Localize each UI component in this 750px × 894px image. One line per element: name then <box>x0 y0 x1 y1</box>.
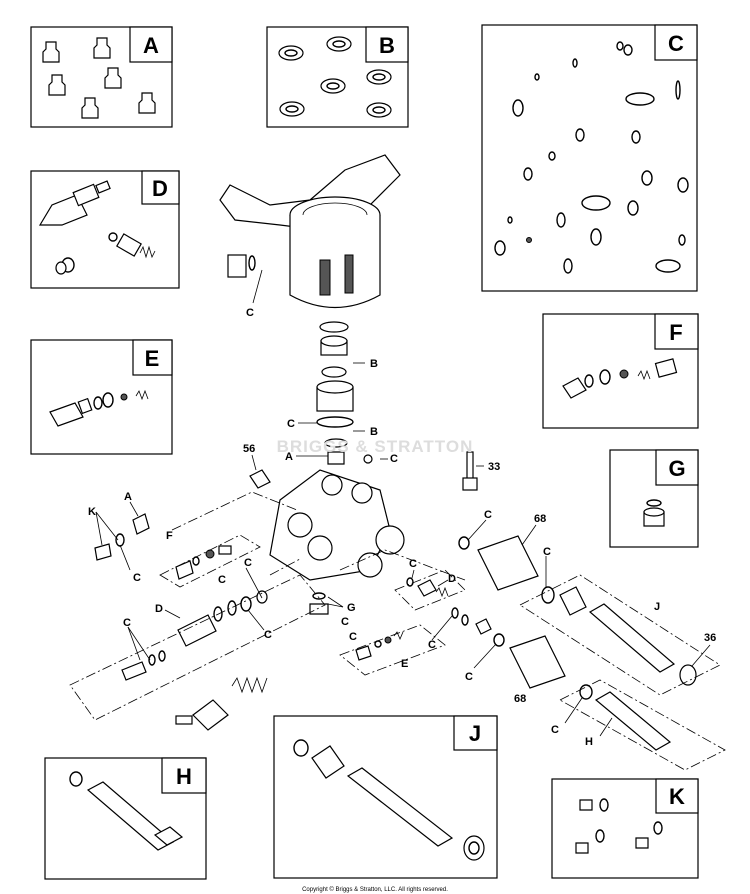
callout-36: 36 <box>704 632 716 644</box>
bolt-33 <box>462 451 478 491</box>
callout-k: K <box>88 506 96 518</box>
copyright-notice: Copyright © Briggs & Stratton, LLC. All … <box>302 886 448 893</box>
watermark-text: BRIGGS & STRATTON <box>277 437 474 456</box>
callout-c: C <box>133 572 141 584</box>
kit-tag-b: B <box>379 33 395 58</box>
callout-h: H <box>585 736 593 748</box>
outlet-coupler-icon <box>293 739 485 861</box>
callout-b: B <box>370 358 378 370</box>
kit-tag-d: D <box>152 176 168 201</box>
valve-icon <box>42 37 156 119</box>
kit-tag-j: J <box>469 721 481 746</box>
callout-68: 68 <box>534 513 546 525</box>
kit-tag-f: F <box>669 320 682 345</box>
callout-d: D <box>448 573 456 585</box>
callout-c: C <box>349 631 357 643</box>
seal-stack <box>316 321 354 465</box>
callout-g: G <box>347 602 356 614</box>
right-couplers <box>458 535 697 751</box>
kit-box-k[interactable]: K <box>551 778 699 879</box>
o-ring-icon <box>494 41 689 274</box>
callout-j: J <box>654 601 660 613</box>
kit-box-d[interactable]: D <box>30 170 180 289</box>
kit-tag-g: G <box>668 456 685 481</box>
pump-manifold <box>249 454 405 581</box>
callout-d: D <box>155 603 163 615</box>
callout-e: E <box>401 658 408 670</box>
callout-c: C <box>551 724 559 736</box>
callout-c: C <box>246 307 254 319</box>
callout-c: C <box>390 453 398 465</box>
kit-box-g[interactable]: G <box>609 449 699 548</box>
group-outlines <box>69 491 726 771</box>
plug-icon <box>562 358 678 399</box>
callout-c: C <box>264 629 272 641</box>
inlet-coupler-icon <box>69 771 184 851</box>
callout-c: C <box>218 574 226 586</box>
unloader-valve-icon <box>38 180 156 275</box>
pump-housing <box>219 154 401 309</box>
kit-box-h[interactable]: H <box>44 757 207 880</box>
callout-c: C <box>543 546 551 558</box>
kit-tag-c: C <box>668 31 684 56</box>
callout-f: F <box>166 530 173 542</box>
callout-33: 33 <box>488 461 500 473</box>
leader-lines <box>95 269 711 737</box>
kit-box-a[interactable]: A <box>30 26 173 128</box>
plug-set-icon <box>575 798 663 854</box>
center-small-parts <box>309 577 492 661</box>
kit-box-c[interactable]: C <box>481 24 698 292</box>
callout-c: C <box>409 558 417 570</box>
valve-assembly-icon <box>49 389 149 427</box>
callout-c: C <box>428 639 436 651</box>
callout-a: A <box>124 491 132 503</box>
seal-icon <box>278 36 392 118</box>
callout-56: 56 <box>243 443 255 455</box>
kit-box-e[interactable]: E <box>30 339 173 455</box>
kit-box-j[interactable]: J <box>273 715 498 879</box>
drain-plug-icon <box>643 499 665 527</box>
kit-tag-k: K <box>669 784 685 809</box>
kit-tag-h: H <box>176 764 192 789</box>
callout-c: C <box>465 671 473 683</box>
callout-c: C <box>244 557 252 569</box>
callout-c: C <box>484 509 492 521</box>
kit-tag-e: E <box>145 346 160 371</box>
kit-box-f[interactable]: F <box>542 313 699 429</box>
callout-a: A <box>285 451 293 463</box>
callout-68: 68 <box>514 693 526 705</box>
kit-tag-a: A <box>143 33 159 58</box>
callout-b: B <box>370 426 378 438</box>
kit-box-b[interactable]: B <box>266 26 409 128</box>
callout-c: C <box>123 617 131 629</box>
callout-c: C <box>341 616 349 628</box>
callout-c: C <box>287 418 295 430</box>
